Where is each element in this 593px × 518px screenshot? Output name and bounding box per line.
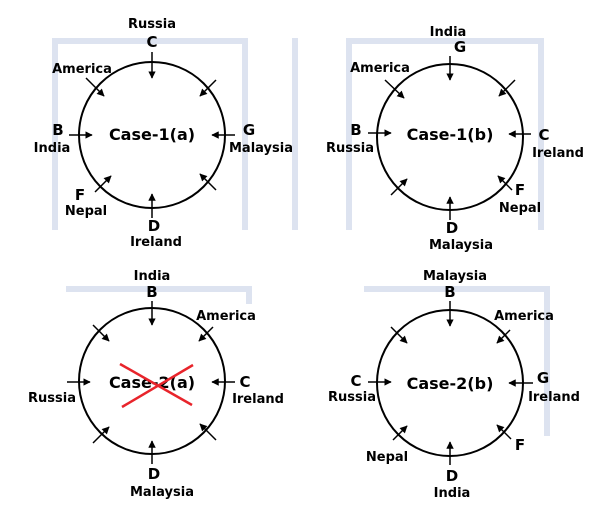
person-name: India: [430, 25, 467, 40]
person-name: Ireland: [532, 146, 584, 161]
seat-letter: F: [515, 181, 525, 199]
person-name: Nepal: [499, 201, 541, 216]
seat-letter: C: [350, 372, 361, 390]
panel-case-2b: Case-2(b) Malaysia B America C Russia G …: [328, 269, 580, 501]
seat-letter: B: [146, 283, 157, 301]
case-title: Case-2(b): [407, 374, 494, 393]
seat-arrow-lower-right: [199, 423, 217, 441]
seat-arrow-lower-right: [496, 424, 512, 440]
person-name: Russia: [326, 141, 374, 156]
seat-arrow-lower-left: [94, 175, 112, 193]
rejected-cross-mark: [119, 362, 194, 409]
person-name: Malaysia: [130, 485, 194, 500]
seat-letter: B: [444, 283, 455, 301]
background-frame: [292, 38, 544, 230]
seat-letter: F: [75, 186, 85, 204]
seat-letter: D: [148, 217, 160, 235]
seat-letter: C: [538, 126, 549, 144]
background-frame: [66, 286, 252, 304]
person-name: Malaysia: [423, 269, 487, 284]
seat-arrow-upper-right: [496, 329, 511, 344]
seat-letter: D: [446, 467, 458, 485]
seat-letter: D: [148, 465, 160, 483]
person-name: India: [134, 269, 171, 284]
case-title: Case-1(b): [407, 125, 494, 144]
person-name: Malaysia: [229, 141, 293, 156]
panel-case-1a: Case-1(a) Russia C America B India G Mal…: [34, 17, 293, 250]
seat-arrow-upper-right: [199, 79, 217, 97]
person-name: Malaysia: [429, 238, 493, 253]
seat-letter: F: [515, 436, 525, 454]
person-name: America: [350, 61, 410, 76]
person-name: Nepal: [366, 450, 408, 465]
seat-letter: C: [146, 33, 157, 51]
seat-arrow-lower-left: [390, 178, 408, 196]
seat-letter: G: [243, 121, 255, 139]
person-name: India: [434, 486, 471, 501]
person-name: Russia: [328, 390, 376, 405]
seat-letter: D: [446, 219, 458, 237]
background-frame: [52, 38, 248, 230]
person-name: Russia: [128, 17, 176, 32]
seat-letter: G: [454, 38, 466, 56]
background-frame: [364, 286, 550, 436]
person-name: India: [34, 141, 71, 156]
person-name: Nepal: [65, 204, 107, 219]
person-name: Ireland: [130, 235, 182, 250]
person-name: Russia: [28, 391, 76, 406]
panel-case-1b: Case-1(b) India G America B Russia C Ire…: [292, 25, 584, 253]
seat-arrow-upper-right: [498, 79, 516, 97]
seat-arrow-upper-right: [198, 326, 214, 342]
seat-arrow-lower-left: [392, 425, 408, 441]
seat-letter: B: [52, 121, 63, 139]
seat-arrow-upper-left: [384, 79, 405, 99]
person-name: America: [196, 309, 256, 324]
person-name: Ireland: [232, 392, 284, 407]
person-name: America: [52, 62, 112, 77]
seat-letter: C: [239, 373, 250, 391]
seat-arrow-lower-right: [199, 173, 217, 191]
seat-letter: B: [350, 121, 361, 139]
seat-arrow-upper-left: [85, 77, 105, 97]
panel-case-2a: Case-2(a) India B America Russia C Irela…: [28, 269, 284, 500]
seat-arrow-upper-left: [92, 324, 110, 342]
seat-arrow-upper-left: [390, 326, 408, 344]
seat-arrow-lower-left: [92, 426, 110, 444]
person-name: America: [494, 309, 554, 324]
seat-letter: G: [537, 369, 549, 387]
person-name: Ireland: [528, 390, 580, 405]
case-title: Case-1(a): [109, 125, 195, 144]
seat-arrow-lower-right: [497, 175, 513, 191]
